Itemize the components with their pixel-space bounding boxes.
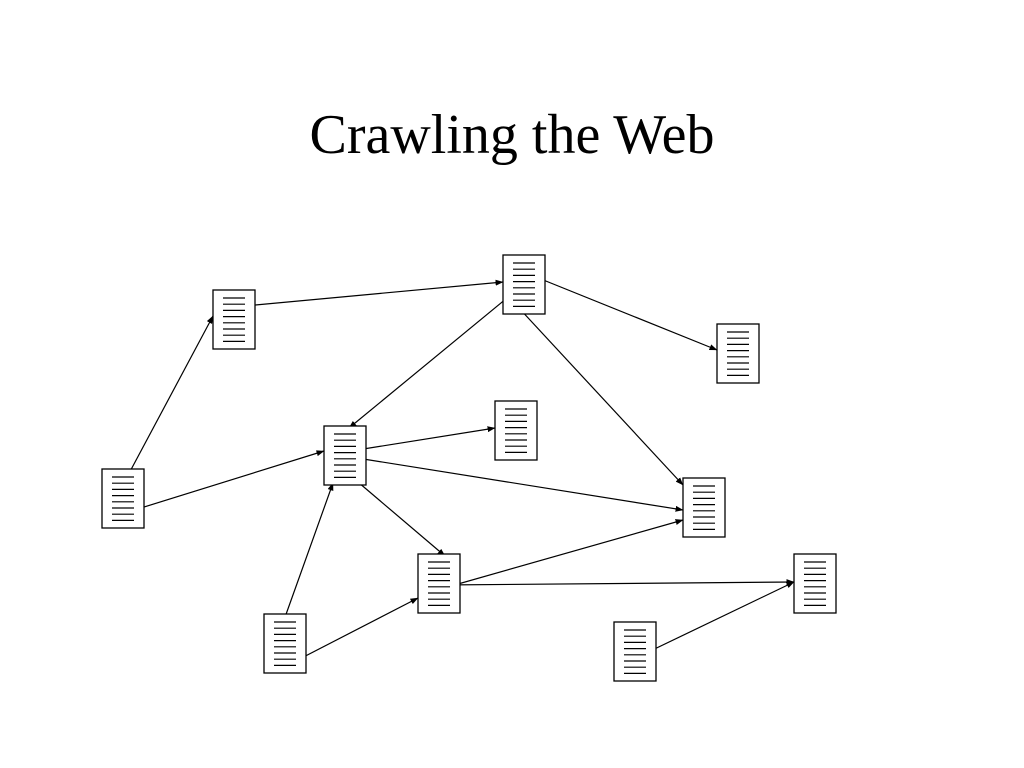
hyperlink-arrow	[287, 597, 419, 666]
hyperlink-arrow	[439, 579, 795, 586]
document-page-icon	[716, 323, 760, 384]
page-outline	[323, 425, 367, 486]
page-outline	[212, 289, 256, 350]
document-page-icon	[417, 553, 461, 614]
hyperlink-arrow	[283, 482, 334, 621]
document-page-icon	[323, 425, 367, 486]
hyperlink-arrow	[117, 315, 214, 495]
document-page-icon	[502, 254, 546, 315]
pages-layer	[101, 254, 837, 682]
document-page-icon	[682, 477, 726, 538]
hyperlink-arrow	[517, 306, 684, 486]
hyperlink-arrow	[222, 279, 504, 309]
hyperlink-arrow	[520, 270, 718, 351]
page-outline	[494, 400, 538, 461]
document-page-icon	[263, 613, 307, 674]
hyperlink-arrow	[348, 288, 519, 429]
page-outline	[263, 613, 307, 674]
page-outline	[502, 254, 546, 315]
page-outline	[716, 323, 760, 384]
document-page-icon	[494, 400, 538, 461]
page-outline	[682, 477, 726, 538]
page-outline	[613, 621, 657, 682]
hyperlink-arrow	[641, 581, 795, 656]
slide-title: Crawling the Web	[309, 104, 715, 166]
document-page-icon	[212, 289, 256, 350]
document-page-icon	[101, 468, 145, 529]
page-outline	[793, 553, 837, 614]
hyperlink-arrow	[331, 453, 684, 512]
document-page-icon	[793, 553, 837, 614]
hyperlink-arrow	[443, 519, 684, 589]
document-page-icon	[613, 621, 657, 682]
page-outline	[101, 468, 145, 529]
page-outline	[417, 553, 461, 614]
hyperlink-arrow	[127, 450, 325, 513]
